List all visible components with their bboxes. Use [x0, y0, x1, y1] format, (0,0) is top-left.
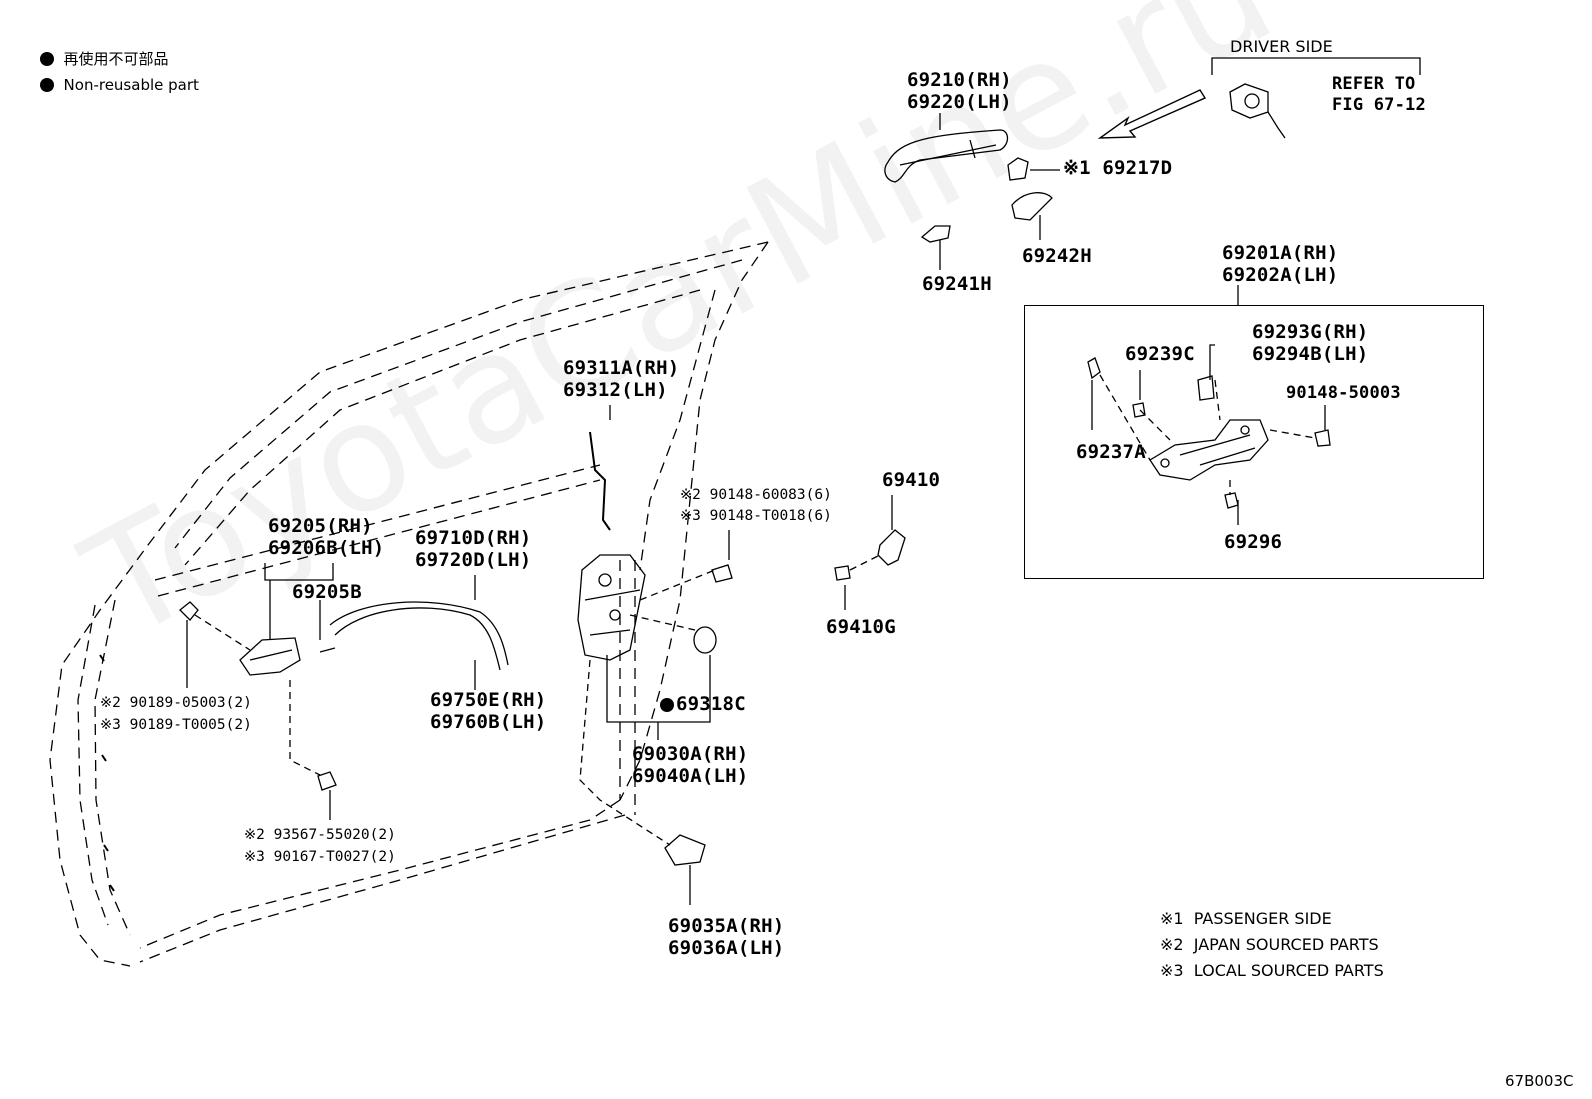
assembly-dashes [194, 374, 1316, 846]
seal-69318c [693, 626, 717, 654]
label-69201a: 69201A(RH) [1222, 242, 1339, 264]
label-69710d: 69710D(RH) [415, 527, 532, 549]
cap-part [1007, 157, 1029, 181]
label-69318c: 69318C [660, 694, 746, 715]
frame-assy-box [1024, 305, 1484, 579]
lock-assy-part [577, 554, 646, 661]
note-2: ※2 JAPAN SOURCED PARTS [1160, 935, 1379, 954]
label-69237a: 69237A [1076, 441, 1146, 463]
label-69410: 69410 [882, 469, 941, 491]
label-69205: 69205(RH) [268, 515, 373, 537]
non-reusable-dot-icon [39, 78, 54, 92]
leader-lines [186, 57, 1421, 905]
label-69035a: 69035A(RH) [668, 915, 785, 937]
inside-handle-part [239, 637, 336, 676]
label-69241h: 69241H [922, 273, 992, 295]
label-90148-50003: 90148-50003 [1286, 383, 1401, 403]
label-90189-t0005: ※3 90189-T0005(2) [100, 717, 252, 733]
handle-frame-part [1149, 419, 1269, 481]
pad-part [1011, 192, 1053, 221]
refer-line-1: REFER TO [1332, 74, 1416, 94]
rod-part [589, 431, 611, 531]
cylinder-part [1229, 83, 1286, 139]
door-edge-holes [99, 654, 115, 892]
label-69410g: 69410G [826, 616, 896, 638]
pad-small-part [920, 225, 951, 243]
outside-handle-part [884, 129, 1009, 183]
label-90167-t0027: ※3 90167-T0027(2) [244, 849, 396, 865]
driver-side-title: DRIVER SIDE [1230, 37, 1333, 56]
label-69217d: ※1 69217D [1063, 157, 1173, 179]
label-90189-05003: ※2 90189-05003(2) [100, 695, 252, 711]
label-69318c-text: 69318C [676, 693, 746, 715]
legend-line-2: Non-reusable part [30, 58, 199, 94]
non-reusable-dot-icon [660, 698, 674, 712]
label-93567-55020: ※2 93567-55020(2) [244, 827, 396, 843]
pad-69239c [1132, 402, 1146, 418]
label-69311a: 69311A(RH) [563, 357, 680, 379]
label-69242h: 69242H [1022, 245, 1092, 267]
label-69220: 69220(LH) [907, 91, 1012, 113]
cable-part [329, 601, 509, 671]
label-69720d: 69720D(LH) [415, 549, 532, 571]
label-90148-60083: ※2 90148-60083(6) [680, 487, 832, 503]
legend-text-en: Non-reusable part [63, 76, 199, 94]
bolt-93567 [317, 771, 337, 791]
non-reusable-dot-icon [39, 52, 54, 66]
label-69036a: 69036A(LH) [668, 937, 785, 959]
label-69312: 69312(LH) [563, 379, 668, 401]
striker-part [877, 529, 906, 566]
figure-code: 67B003C [1505, 1072, 1574, 1090]
label-69206b: 69206B(LH) [268, 537, 385, 559]
note-3: ※3 LOCAL SOURCED PARTS [1160, 961, 1384, 980]
label-69040a: 69040A(LH) [632, 765, 749, 787]
label-69239c: 69239C [1125, 343, 1195, 365]
label-69294b: 69294B(LH) [1252, 343, 1369, 365]
legend-text-jp: 再使用不可部品 [63, 50, 169, 68]
label-69750e: 69750E(RH) [430, 689, 547, 711]
screw-90148-60083 [711, 564, 733, 583]
label-69296: 69296 [1224, 531, 1283, 553]
label-69293g: 69293G(RH) [1252, 321, 1369, 343]
label-69760b: 69760B(LH) [430, 711, 547, 733]
note-1: ※1 PASSENGER SIDE [1160, 909, 1332, 928]
screw-69296 [1224, 492, 1239, 509]
bushing-90189 [179, 601, 199, 621]
refer-arrow [1097, 89, 1207, 139]
bolt-90148-50003 [1314, 429, 1331, 447]
label-69202a: 69202A(LH) [1222, 264, 1339, 286]
door-outline [49, 241, 769, 967]
screw-69410g [834, 565, 851, 581]
label-69030a: 69030A(RH) [632, 743, 749, 765]
clip-69293g [1197, 375, 1215, 401]
label-69210: 69210(RH) [907, 69, 1012, 91]
label-69205b: 69205B [292, 581, 362, 603]
link-69035a [664, 834, 706, 866]
refer-line-2: FIG 67-12 [1332, 95, 1426, 115]
bracket-69237a [1087, 357, 1101, 380]
label-90148-t0018: ※3 90148-T0018(6) [680, 508, 832, 524]
legend-line-1: 再使用不可部品 [30, 32, 169, 68]
